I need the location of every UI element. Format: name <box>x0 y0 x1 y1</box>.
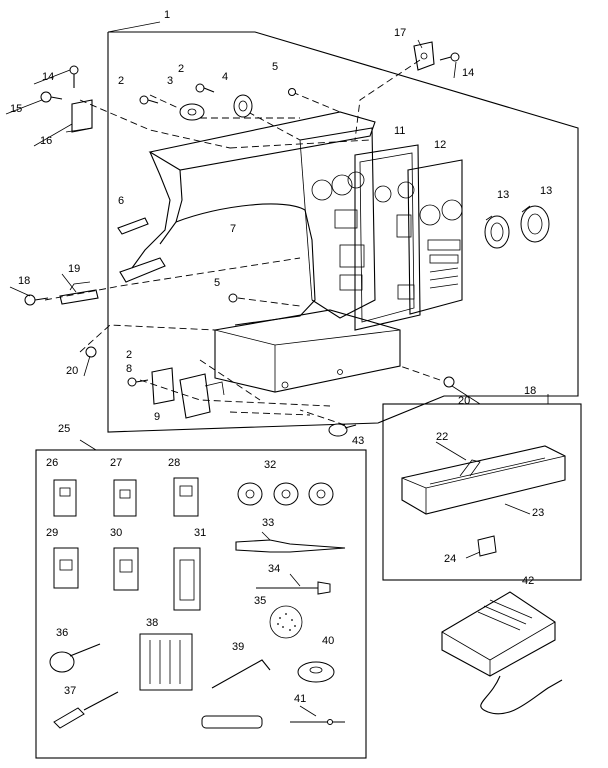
callout-27: 27 <box>110 457 122 469</box>
callout-33: 33 <box>262 517 274 529</box>
callout-38: 38 <box>146 617 158 629</box>
callout-2: 2 <box>118 75 124 87</box>
callout-31: 31 <box>194 527 206 539</box>
callout-43: 43 <box>352 435 364 447</box>
callout-15: 15 <box>10 103 22 115</box>
callout-6: 6 <box>118 195 124 207</box>
assembly-leader-lines <box>44 59 441 426</box>
machine-body <box>131 111 550 393</box>
callout-28: 28 <box>168 457 180 469</box>
callout-37: 37 <box>64 685 76 697</box>
callout-5: 5 <box>214 277 220 289</box>
callout-20: 20 <box>66 365 78 377</box>
callout-32: 32 <box>264 459 276 471</box>
callout-4: 4 <box>222 71 228 83</box>
callout-26: 26 <box>46 457 58 469</box>
callout-25: 25 <box>58 423 70 435</box>
accessory-box <box>401 445 566 557</box>
callout-18: 18 <box>18 275 30 287</box>
callout-9: 9 <box>154 411 160 423</box>
callout-24: 24 <box>444 553 456 565</box>
callout-39: 39 <box>232 641 244 653</box>
accessory-box-frame <box>382 394 582 581</box>
callout-1: 1 <box>164 9 170 21</box>
callout-22: 22 <box>436 431 448 443</box>
callout-29: 29 <box>46 527 58 539</box>
foot-control <box>441 591 563 715</box>
callout-19: 19 <box>68 263 80 275</box>
callout-30: 30 <box>110 527 122 539</box>
callout-14: 14 <box>462 67 474 79</box>
callout-3: 3 <box>167 75 173 87</box>
callout-12: 12 <box>434 139 446 151</box>
callout-13: 13 <box>540 185 552 197</box>
callout-42: 42 <box>522 575 534 587</box>
callout-13: 13 <box>497 189 509 201</box>
callout-17: 17 <box>394 27 406 39</box>
callout-labels: 1 2 2 2 3 4 5 5 6 7 8 9 11 12 13 13 14 1… <box>10 9 552 705</box>
callout-2: 2 <box>178 63 184 75</box>
accessory-kit-frame <box>35 439 367 759</box>
callout-8: 8 <box>126 363 132 375</box>
callout-18: 18 <box>524 385 536 397</box>
callout-leaders <box>5 39 531 717</box>
callout-16: 16 <box>40 135 52 147</box>
callout-40: 40 <box>322 635 334 647</box>
callout-20: 20 <box>458 395 470 407</box>
callout-41: 41 <box>294 693 306 705</box>
small-parts-top <box>24 41 460 437</box>
callout-23: 23 <box>532 507 544 519</box>
accessory-kit-parts <box>49 477 346 729</box>
callout-5: 5 <box>272 61 278 73</box>
callout-36: 36 <box>56 627 68 639</box>
callout-2: 2 <box>126 349 132 361</box>
callout-35: 35 <box>254 595 266 607</box>
callout-11: 11 <box>394 125 405 137</box>
callout-34: 34 <box>268 563 280 575</box>
callout-7: 7 <box>230 223 236 235</box>
main-assembly-frame <box>107 21 579 433</box>
